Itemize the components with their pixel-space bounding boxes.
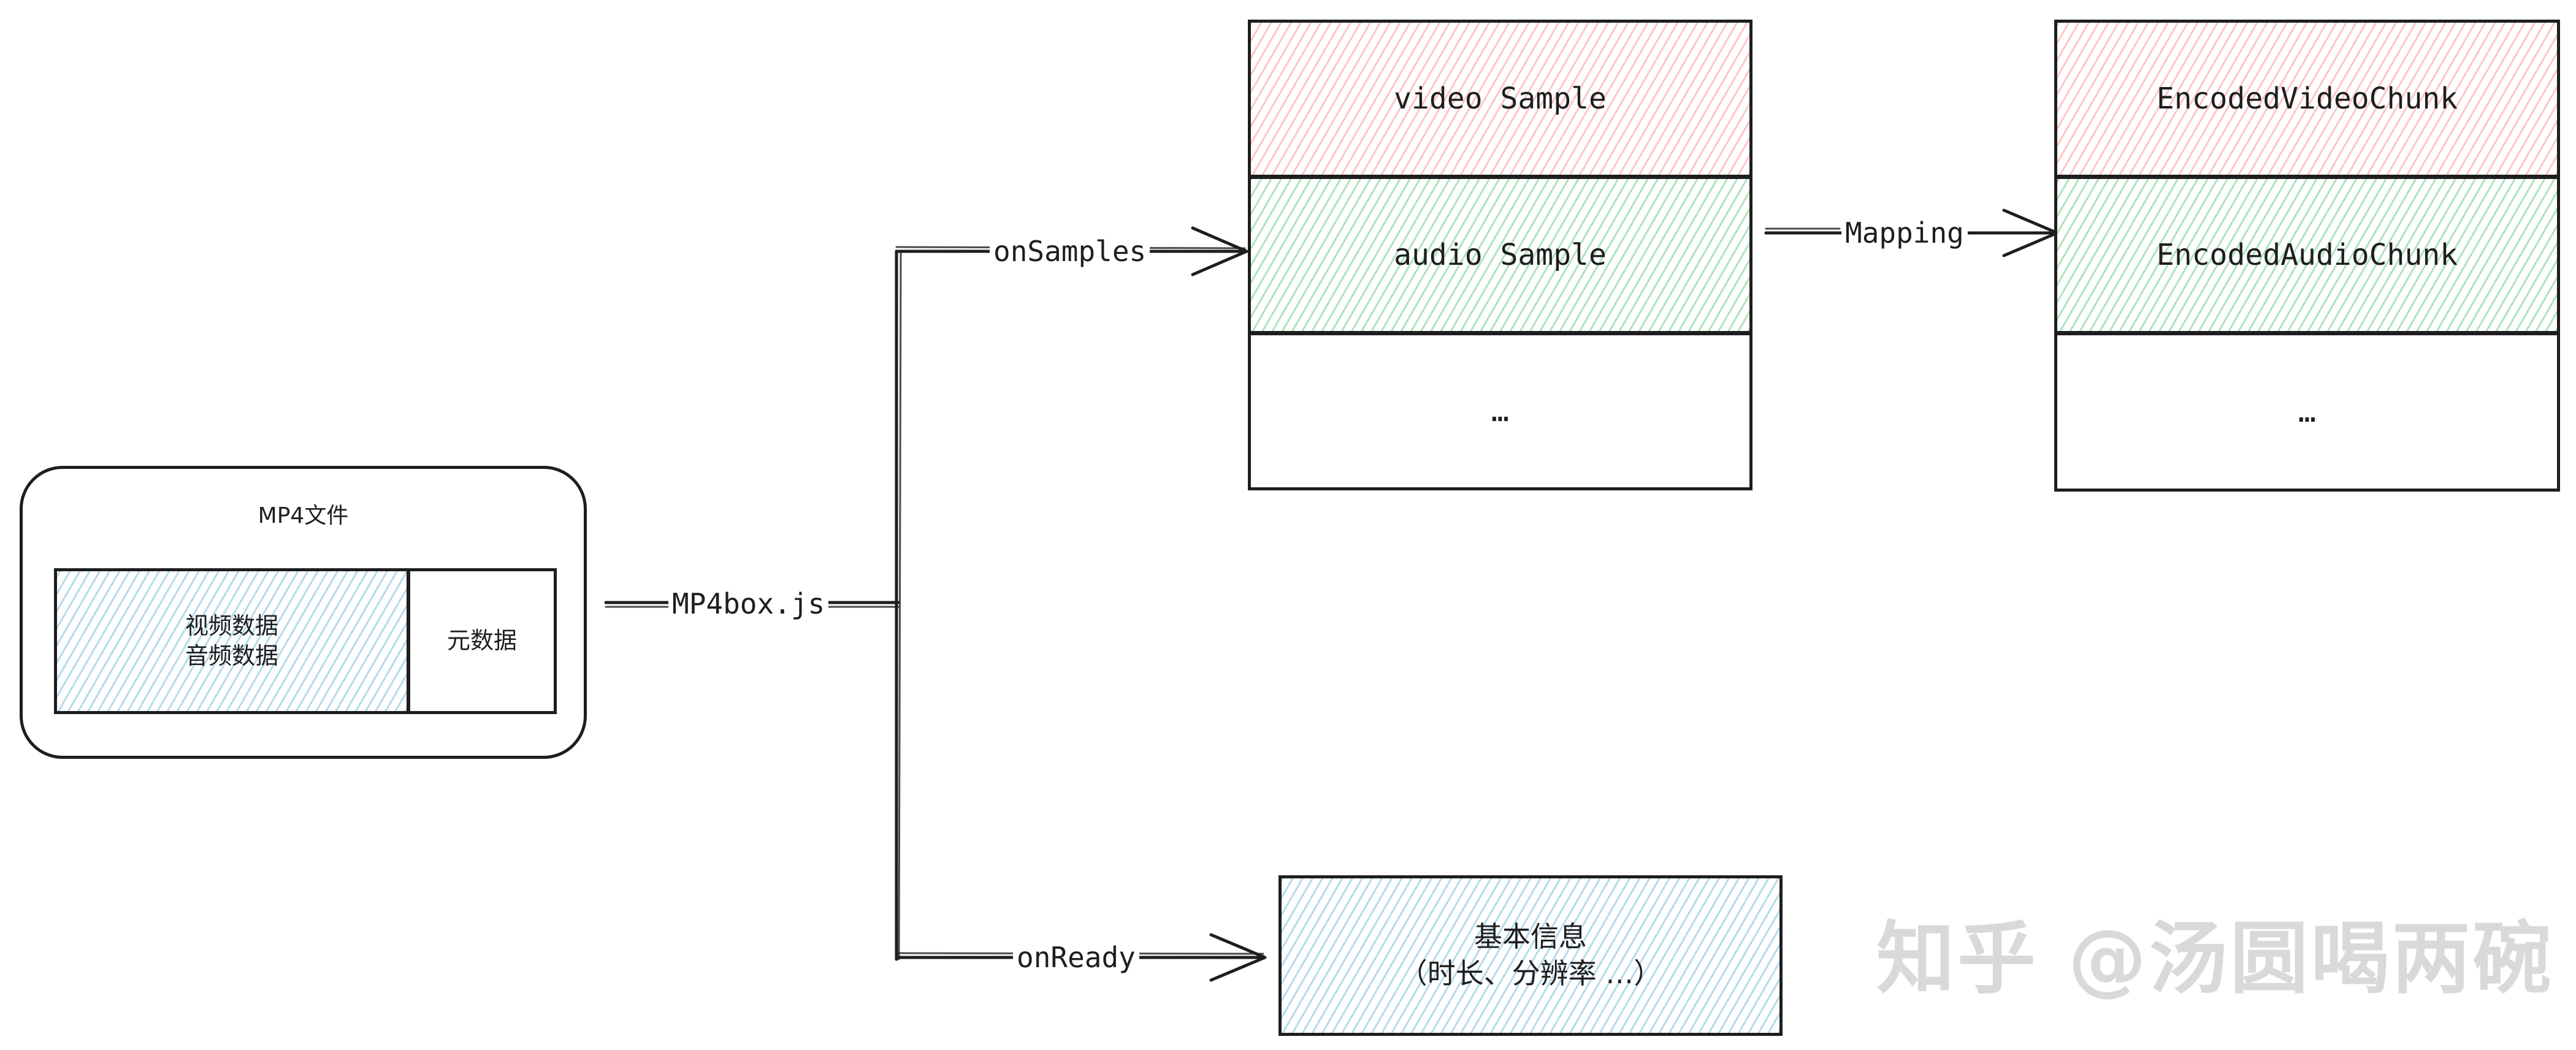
more-samples-box — [1248, 332, 1752, 490]
metadata-block — [407, 568, 557, 714]
video-sample-box — [1248, 20, 1752, 178]
metadata-label: 元数据 — [446, 627, 517, 655]
audio-chunk-label: EncodedAudioChunk — [2156, 237, 2458, 272]
media-data-label: 视频数据 音频数据 — [185, 612, 278, 669]
watermark: 知乎 @汤圆喝两碗 — [1876, 913, 2554, 1005]
video-chunk-label: EncodedVideoChunk — [2156, 81, 2458, 116]
on-ready-arrowhead — [1209, 933, 1267, 982]
basic-info-box — [1278, 875, 1783, 1036]
video-sample-label: video Sample — [1394, 81, 1607, 116]
media-data-block — [54, 568, 410, 714]
on-samples-arrowhead — [1191, 226, 1248, 276]
on-ready-label: onReady — [1013, 941, 1139, 975]
on-samples-label: onSamples — [990, 235, 1150, 269]
parser-label: MP4box.js — [668, 587, 829, 622]
audio-chunk-box — [2054, 176, 2560, 334]
basic-info-label: 基本信息 （时长、分辨率 …） — [1399, 920, 1662, 990]
more-chunks-box — [2054, 332, 2560, 492]
mp4-file-title: MP4文件 — [258, 503, 349, 529]
audio-sample-label: audio Sample — [1394, 237, 1607, 272]
video-chunk-box — [2054, 20, 2560, 178]
more-samples-label: … — [1491, 394, 1509, 428]
more-chunks-label: … — [2298, 394, 2316, 429]
mapping-label: Mapping — [1841, 216, 1968, 251]
audio-sample-box — [1248, 176, 1752, 334]
